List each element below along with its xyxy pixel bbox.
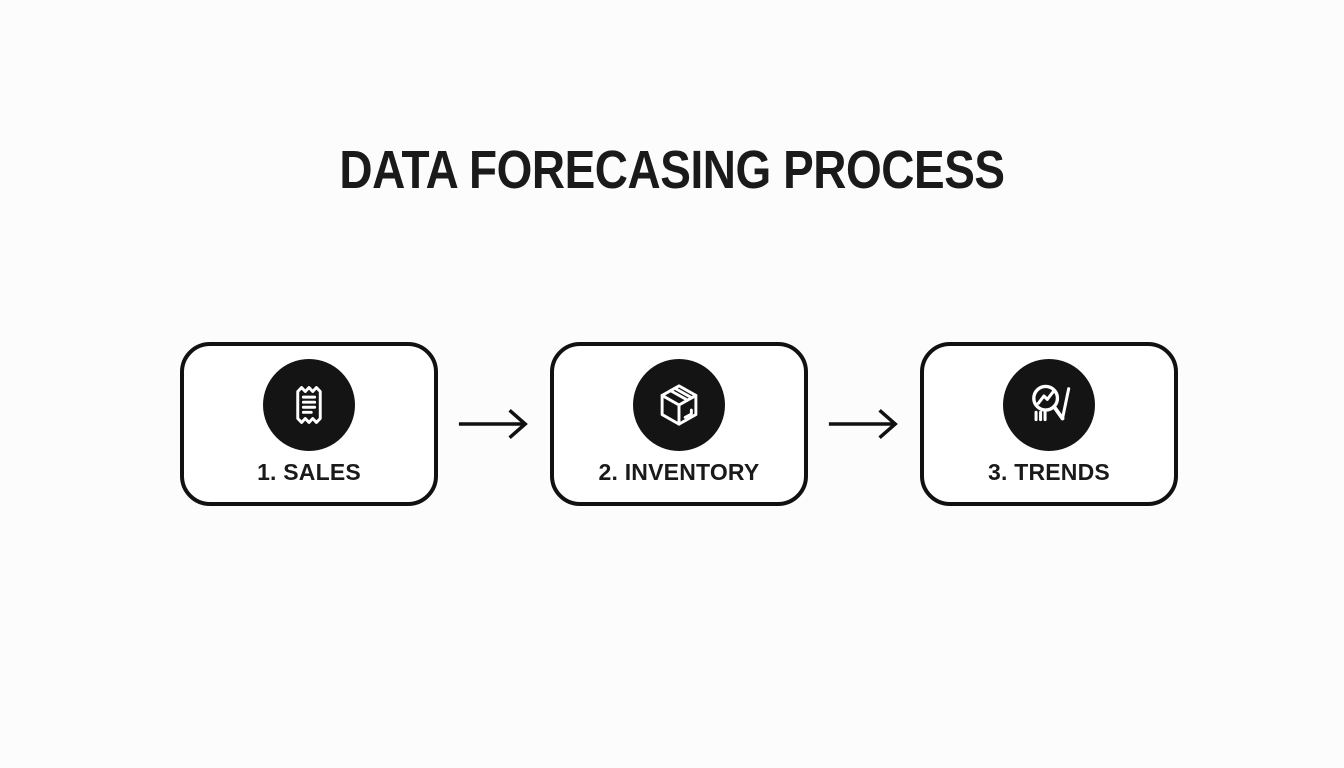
receipt-icon (282, 378, 336, 432)
step-label-inventory: 2. INVENTORY (598, 459, 760, 485)
package-icon (652, 378, 706, 432)
right-arrow-icon (455, 402, 533, 446)
step-label-sales: 1. SALES (257, 459, 361, 485)
step-box-inventory: 2. INVENTORY (550, 342, 808, 506)
step-box-trends: 3. TRENDS (920, 342, 1178, 506)
process-flow: 1. SALES 2. INVENTORY (180, 342, 1178, 506)
step-label-trends: 3. TRENDS (988, 459, 1110, 485)
right-arrow-icon (825, 402, 903, 446)
inventory-icon-circle (633, 359, 725, 451)
magnifier-trend-icon (1022, 378, 1076, 432)
sales-icon-circle (263, 359, 355, 451)
connector-arrow-2 (808, 402, 920, 446)
trends-icon-circle (1003, 359, 1095, 451)
step-box-sales: 1. SALES (180, 342, 438, 506)
connector-arrow-1 (438, 402, 550, 446)
page-title: DATA FORECASING PROCESS (339, 140, 1005, 200)
